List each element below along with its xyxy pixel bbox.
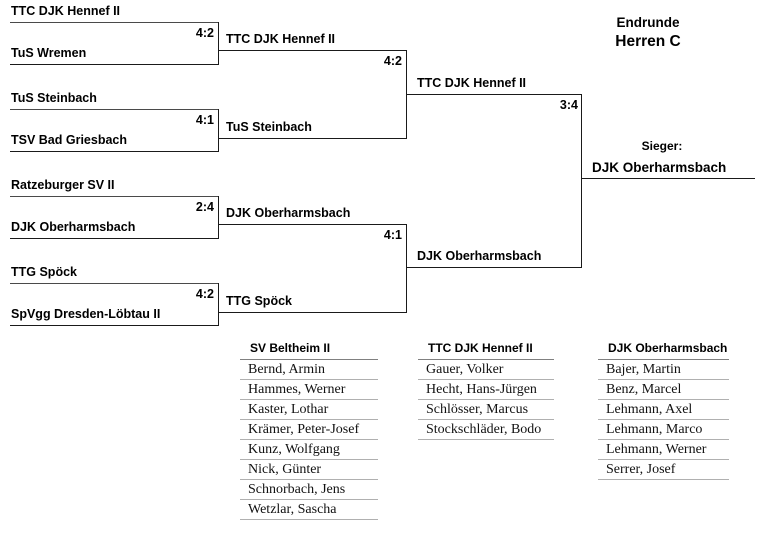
winner-label: Sieger: bbox=[641, 139, 683, 153]
roster-3-player: Lehmann, Marco bbox=[598, 420, 729, 440]
r2-m2-line-bottom bbox=[219, 312, 407, 313]
r2-m2-team-bottom: TTG Spöck bbox=[226, 294, 292, 308]
roster-1-player: Kunz, Wolfgang bbox=[240, 440, 378, 460]
r1-m2-line-bottom bbox=[10, 151, 219, 152]
r1-m1-team-bottom: TuS Wremen bbox=[11, 46, 87, 60]
r2-m1-line-top bbox=[219, 50, 407, 51]
r3-final-team-bottom: DJK Oberharmsbach bbox=[417, 249, 542, 263]
r3-final-connector bbox=[581, 94, 582, 268]
r2-m2-connector bbox=[406, 224, 407, 313]
r1-m4-team-top: TTG Spöck bbox=[11, 265, 77, 279]
r2-m2-line-top bbox=[219, 224, 407, 225]
r1-m2-connector bbox=[218, 109, 219, 152]
roster-1-player: Bernd, Armin bbox=[240, 360, 378, 380]
roster-column-3: DJK Oberharmsbach Bajer, Martin Benz, Ma… bbox=[598, 341, 729, 480]
r1-m1-score: 4:2 bbox=[195, 26, 214, 40]
r1-m2-score: 4:1 bbox=[195, 113, 214, 127]
r3-final-line-bottom bbox=[407, 267, 582, 268]
roster-2-player: Schlösser, Marcus bbox=[418, 400, 554, 420]
r1-m3-connector bbox=[218, 196, 219, 239]
r1-m3-team-top: Ratzeburger SV II bbox=[11, 178, 115, 192]
roster-1-player: Kaster, Lothar bbox=[240, 400, 378, 420]
roster-3-player: Lehmann, Axel bbox=[598, 400, 729, 420]
roster-3-team-header: DJK Oberharmsbach bbox=[598, 341, 729, 360]
r2-m1-score: 4:2 bbox=[383, 54, 402, 68]
roster-2-player: Gauer, Volker bbox=[418, 360, 554, 380]
r1-m4-team-bottom: SpVgg Dresden-Löbtau II bbox=[11, 307, 161, 321]
roster-1-player: Wetzlar, Sascha bbox=[240, 500, 378, 520]
roster-1-player: Krämer, Peter-Josef bbox=[240, 420, 378, 440]
roster-3-player: Benz, Marcel bbox=[598, 380, 729, 400]
r1-m4-connector bbox=[218, 283, 219, 326]
r1-m1-team-top: TTC DJK Hennef II bbox=[11, 4, 121, 18]
roster-3-player: Bajer, Martin bbox=[598, 360, 729, 380]
r2-m2-team-top: DJK Oberharmsbach bbox=[226, 206, 351, 220]
roster-2-player: Hecht, Hans-Jürgen bbox=[418, 380, 554, 400]
roster-1-player: Nick, Günter bbox=[240, 460, 378, 480]
roster-2-team-header: TTC DJK Hennef II bbox=[418, 341, 554, 360]
r1-m3-line-top bbox=[10, 196, 219, 197]
winner-name: DJK Oberharmsbach bbox=[592, 160, 727, 175]
roster-3-player: Lehmann, Werner bbox=[598, 440, 729, 460]
r3-final-line-top bbox=[407, 94, 582, 95]
roster-column-1: SV Beltheim II Bernd, Armin Hammes, Wern… bbox=[240, 341, 378, 520]
r1-m3-team-bottom: DJK Oberharmsbach bbox=[11, 220, 136, 234]
roster-3-player: Serrer, Josef bbox=[598, 460, 729, 480]
r1-m4-line-top bbox=[10, 283, 219, 284]
r2-m2-score: 4:1 bbox=[383, 228, 402, 242]
title-line-endrunde: Endrunde bbox=[616, 15, 680, 30]
r1-m4-score: 4:2 bbox=[195, 287, 214, 301]
roster-1-player: Schnorbach, Jens bbox=[240, 480, 378, 500]
r1-m2-line-top bbox=[10, 109, 219, 110]
r2-m1-team-bottom: TuS Steinbach bbox=[226, 120, 312, 134]
r2-m1-line-bottom bbox=[219, 138, 407, 139]
r1-m4-line-bottom bbox=[10, 325, 219, 326]
r1-m1-line-top bbox=[10, 22, 219, 23]
winner-line bbox=[581, 178, 755, 179]
roster-1-team-header: SV Beltheim II bbox=[240, 341, 378, 360]
roster-column-2: TTC DJK Hennef II Gauer, Volker Hecht, H… bbox=[418, 341, 554, 440]
r1-m3-line-bottom bbox=[10, 238, 219, 239]
r1-m3-score: 2:4 bbox=[195, 200, 214, 214]
r2-m1-connector bbox=[406, 50, 407, 139]
r1-m1-line-bottom bbox=[10, 64, 219, 65]
roster-1-player: Hammes, Werner bbox=[240, 380, 378, 400]
title-line-category: Herren C bbox=[615, 33, 681, 50]
page-title: Endrunde Herren C bbox=[578, 14, 718, 52]
r3-final-team-top: TTC DJK Hennef II bbox=[417, 76, 527, 90]
r2-m1-team-top: TTC DJK Hennef II bbox=[226, 32, 336, 46]
roster-2-player: Stockschläder, Bodo bbox=[418, 420, 554, 440]
r3-final-score: 3:4 bbox=[559, 98, 578, 112]
r1-m1-connector bbox=[218, 22, 219, 65]
r1-m2-team-bottom: TSV Bad Griesbach bbox=[11, 133, 128, 147]
r1-m2-team-top: TuS Steinbach bbox=[11, 91, 97, 105]
